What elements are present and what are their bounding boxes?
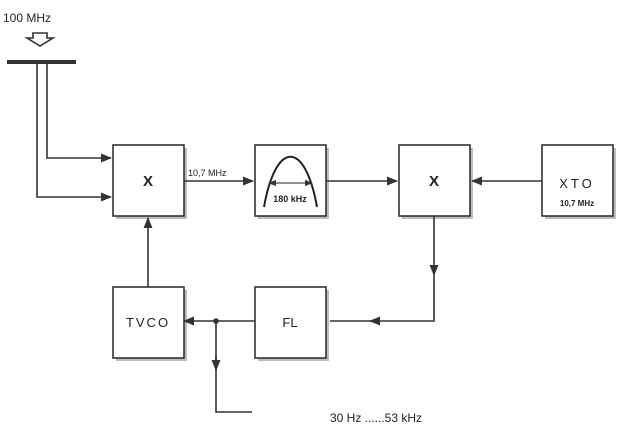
mixer-1-block: [112, 144, 185, 217]
xto-label: XTO: [559, 176, 595, 191]
mixer-2-block: [398, 144, 471, 217]
input-frequency-label: 100 MHz: [3, 11, 51, 25]
block-shadows: [116, 148, 616, 361]
xto-frequency-label: 10,7 MHz: [560, 199, 594, 208]
tvco-label: TVCO: [126, 315, 170, 330]
antenna-feed-lines: [36, 62, 113, 202]
filter-bandwidth-label: 180 kHz: [273, 194, 307, 204]
junction-dot: [213, 318, 219, 324]
mixer-2-label: X: [429, 173, 439, 190]
input-arrow-icon: [24, 32, 56, 47]
output-frequency-label: 30 Hz ......53 kHz: [330, 411, 422, 425]
xto-block: [541, 144, 614, 217]
signal-connections: [143, 176, 542, 413]
bandpass-filter-block: [254, 144, 327, 217]
filter-response-curve: [263, 156, 318, 208]
loop-filter-block: [254, 286, 327, 359]
loop-filter-label: FL: [282, 315, 297, 330]
if-frequency-label: 10,7 MHz: [188, 168, 227, 178]
mixer-1-label: X: [143, 173, 153, 190]
